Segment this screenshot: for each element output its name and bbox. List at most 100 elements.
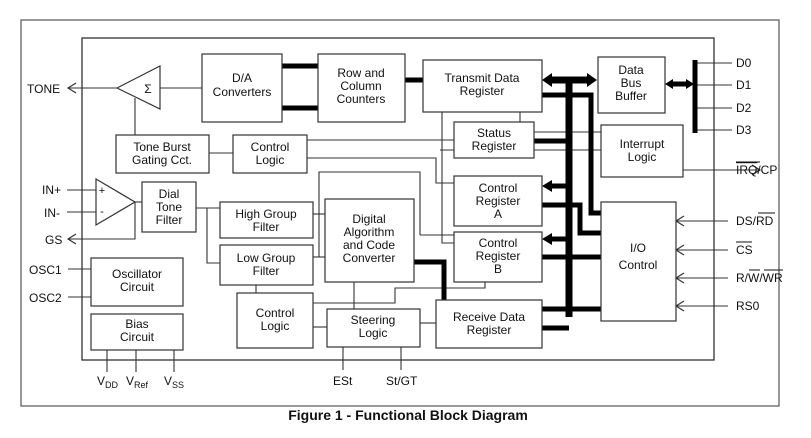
svg-text:Low Group: Low Group (237, 251, 296, 265)
pin-in-plus: IN+ (42, 183, 61, 197)
svg-text:Bias: Bias (125, 317, 148, 331)
bus-arrow-right-icon (587, 73, 597, 87)
svg-text:Row and: Row and (337, 66, 384, 80)
svg-text:A: A (494, 207, 502, 221)
data-buses (282, 60, 698, 331)
svg-text:Counters: Counters (337, 92, 386, 106)
svg-text:Logic: Logic (261, 319, 290, 333)
svg-text:Circuit: Circuit (120, 330, 155, 344)
svg-text:Column: Column (340, 79, 381, 93)
steering-logic-block: Steering Logic (326, 308, 421, 348)
pin-d2: D2 (736, 101, 752, 115)
da-converters-block: D/A Converters (201, 53, 283, 123)
pin-gs: GS (45, 233, 62, 247)
svg-text:D/A: D/A (232, 71, 252, 85)
svg-text:Logic: Logic (256, 153, 285, 167)
pin-r-w-wr: R/W/WR (736, 271, 783, 285)
svg-text:Control: Control (479, 236, 518, 250)
pin-tone: TONE (27, 82, 60, 96)
transmit-data-register-block: Transmit Data Register (422, 59, 543, 113)
pin-osc1: OSC1 (29, 263, 62, 277)
interrupt-logic-block: Interrupt Logic (600, 124, 684, 178)
pin-cs: CS (736, 243, 753, 257)
svg-text:Filter: Filter (253, 264, 280, 278)
irq-arrow-icon (751, 164, 762, 176)
dbb-arrow-left-icon (665, 79, 673, 89)
svg-text:I/O: I/O (630, 241, 646, 255)
svg-text:Register: Register (460, 84, 505, 98)
figure-caption: Figure 1 - Functional Block Diagram (288, 407, 528, 423)
control-logic-bottom-block: Control Logic (236, 292, 314, 349)
svg-text:Control: Control (251, 140, 290, 154)
oscillator-circuit-block: Oscillator Circuit (90, 257, 184, 307)
data-bus-buffer-block: Data Bus Buffer (597, 56, 666, 114)
svg-text:Data: Data (618, 63, 644, 77)
svg-text:Buffer: Buffer (615, 89, 647, 103)
tone-arrow-icon (66, 82, 77, 94)
pin-osc2: OSC2 (29, 291, 62, 305)
pin-rs0: RS0 (736, 299, 760, 313)
pin-est: ESt (333, 374, 353, 388)
dial-tone-filter-block: Dial Tone Filter (141, 181, 197, 233)
svg-text:Converters: Converters (213, 85, 272, 99)
svg-text:Gating Cct.: Gating Cct. (132, 153, 192, 167)
tone-burst-gating-block: Tone Burst Gating Cct. (115, 134, 210, 174)
pin-d3: D3 (736, 123, 752, 137)
pin-vdd: VDD (97, 374, 119, 390)
pin-irq-cp: IRQ/CP (736, 163, 777, 177)
gs-arrow-icon (66, 233, 77, 245)
digital-algorithm-block: Digital Algorithm and Code Converter (324, 198, 415, 283)
pin-in-minus: IN- (44, 206, 60, 220)
status-register-block: Status Register (453, 121, 535, 159)
svg-text:Register: Register (476, 194, 521, 208)
svg-text:Filter: Filter (253, 220, 280, 234)
row-column-counters-block: Row and Column Counters (317, 53, 406, 123)
io-control-block: I/O Control (600, 201, 677, 322)
bias-circuit-block: Bias Circuit (90, 313, 184, 351)
svg-text:Interrupt: Interrupt (620, 137, 665, 151)
dbb-arrow-right-icon (686, 79, 694, 89)
svg-text:Filter: Filter (156, 213, 183, 227)
crb-arrow-icon (542, 233, 552, 245)
pin-st-gt: St/GT (386, 374, 418, 388)
svg-text:Oscillator: Oscillator (112, 267, 162, 281)
summing-amplifier: Σ (115, 65, 161, 110)
svg-text:Digital: Digital (352, 212, 385, 226)
svg-text:and Code: and Code (343, 238, 395, 252)
svg-text:Bus: Bus (621, 76, 642, 90)
control-register-a-block: Control Register A (453, 175, 543, 227)
pin-d0: D0 (736, 56, 752, 70)
receive-data-register-block: Receive Data Register (435, 299, 543, 349)
svg-text:Steering: Steering (351, 313, 396, 327)
svg-text:Status: Status (477, 126, 511, 140)
svg-text:Circuit: Circuit (120, 280, 155, 294)
svg-text:+: + (99, 185, 105, 197)
chip-boundary (81, 37, 715, 361)
svg-text:Tone: Tone (156, 200, 182, 214)
sigma-symbol: Σ (144, 82, 151, 96)
cra-arrow-icon (542, 180, 552, 192)
bus-arrow-left-icon (542, 73, 552, 87)
control-logic-top-block: Control Logic (232, 134, 308, 174)
low-group-filter-block: Low Group Filter (219, 244, 314, 286)
svg-text:B: B (494, 262, 502, 276)
svg-text:Register: Register (472, 139, 517, 153)
svg-text:Logic: Logic (359, 326, 388, 340)
outer-frame (20, 19, 780, 407)
svg-text:Register: Register (467, 323, 512, 337)
svg-text:High Group: High Group (235, 207, 297, 221)
svg-text:Logic: Logic (628, 150, 657, 164)
control-register-b-block: Control Register B (453, 231, 543, 283)
svg-text:Converter: Converter (343, 251, 396, 265)
svg-text:Dial: Dial (159, 187, 180, 201)
svg-text:Control: Control (256, 306, 295, 320)
input-opamp: + - (95, 177, 137, 227)
svg-text:-: - (100, 206, 104, 218)
pin-d1: D1 (736, 78, 752, 92)
svg-text:Register: Register (476, 249, 521, 263)
svg-text:Algorithm: Algorithm (344, 225, 395, 239)
pin-vref: VRef (126, 374, 149, 390)
pin-ds-rd: DS/RD (736, 214, 774, 228)
svg-text:Control: Control (619, 258, 658, 272)
